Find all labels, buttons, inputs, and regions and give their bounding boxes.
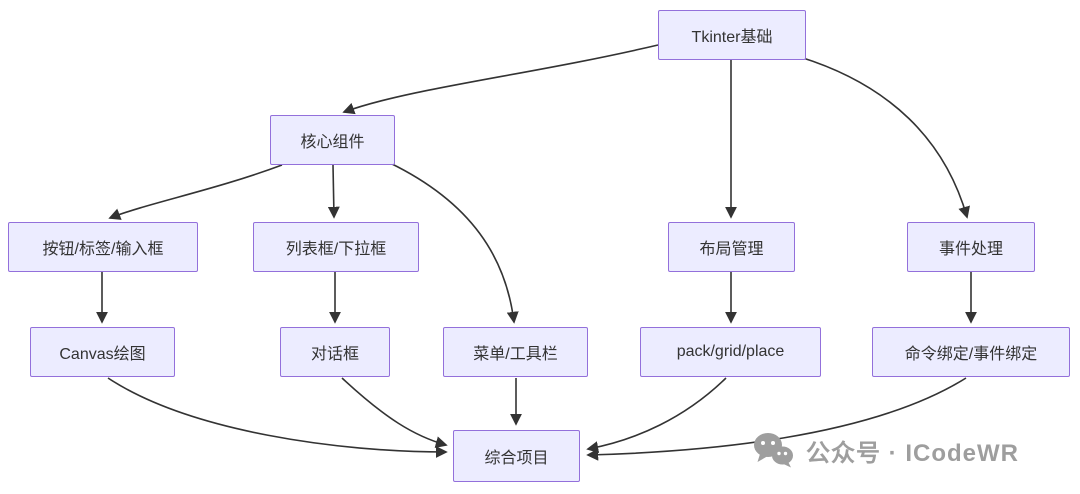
node-dialog: 对话框 [280, 327, 390, 377]
edge-tkinter-basics-event-handling [799, 56, 970, 219]
node-command-event-binding: 命令绑定/事件绑定 [872, 327, 1070, 377]
edge-pack-grid-place-comprehensive-project [586, 377, 727, 454]
node-canvas-drawing: Canvas绘图 [30, 327, 175, 377]
node-core-components: 核心组件 [270, 115, 395, 165]
node-tkinter-basics: Tkinter基础 [658, 10, 806, 60]
edge-core-components-listbox-combobox [327, 164, 340, 219]
node-listbox-combobox: 列表框/下拉框 [253, 222, 419, 272]
edge-core-components-buttons-labels-inputs [108, 164, 283, 220]
node-menu-toolbar: 菜单/工具栏 [443, 327, 588, 377]
node-pack-grid-place: pack/grid/place [640, 327, 821, 377]
watermark-text: 公众号 · ICodeWR [806, 439, 1019, 467]
watermark: 公众号 · ICodeWR [752, 431, 1019, 469]
node-event-handling: 事件处理 [907, 222, 1035, 272]
edge-tkinter-basics-core-components [342, 44, 659, 115]
wechat-icon [752, 431, 794, 469]
edge-canvas-drawing-comprehensive-project [107, 377, 448, 458]
edge-dialog-comprehensive-project [341, 377, 448, 449]
node-comprehensive-project: 综合项目 [453, 430, 580, 482]
node-buttons-labels-inputs: 按钮/标签/输入框 [8, 222, 198, 272]
node-layout-management: 布局管理 [668, 222, 795, 272]
